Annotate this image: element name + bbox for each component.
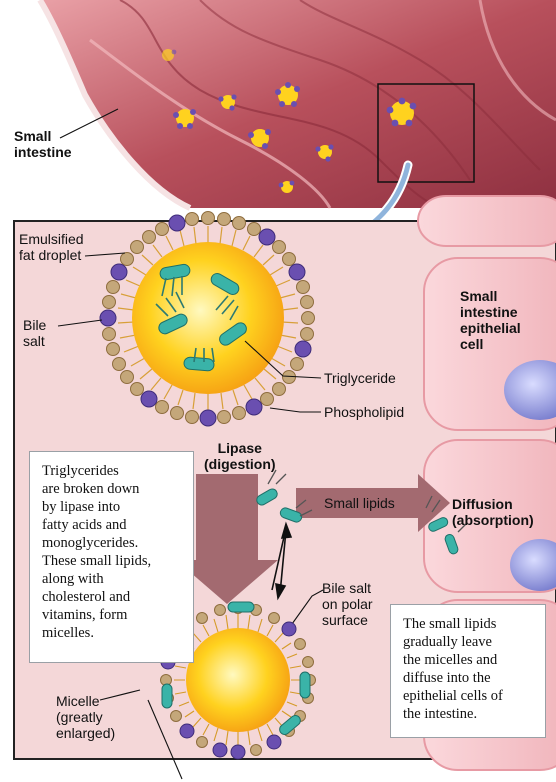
phospholipid-label: Phospholipid bbox=[324, 404, 404, 420]
small-intestine-tube bbox=[40, 0, 556, 208]
diffusion-label: Diffusion(absorption) bbox=[452, 496, 534, 528]
small-lipids-label: Small lipids bbox=[324, 495, 395, 511]
emulsified-fat-droplet bbox=[100, 212, 315, 427]
lipase-label: Lipase(digestion) bbox=[204, 440, 276, 472]
triglyceride-label: Triglyceride bbox=[324, 370, 396, 386]
